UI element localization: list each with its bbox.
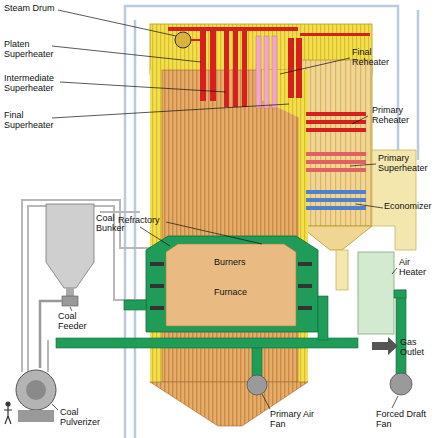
backpass bbox=[300, 60, 372, 226]
part-label: Economizer bbox=[384, 202, 436, 212]
burner-symbols bbox=[150, 262, 312, 310]
coal-bunker bbox=[46, 204, 94, 288]
part-label: Air Heater bbox=[399, 258, 435, 278]
part-label: Furnace bbox=[214, 288, 274, 298]
coal-feeder bbox=[62, 296, 78, 306]
coal-pulverizer bbox=[16, 370, 56, 410]
air-ducts bbox=[56, 290, 406, 376]
pipe bbox=[66, 288, 74, 296]
furnace-wall bbox=[150, 70, 162, 382]
part-label: Primary Air Fan bbox=[270, 410, 320, 430]
part-label: Coal Feeder bbox=[58, 312, 98, 332]
backpass-tubes bbox=[306, 112, 366, 210]
part-label: Gas Outlet bbox=[400, 338, 436, 358]
part-label: Refractory bbox=[118, 216, 178, 226]
superheater-tubes bbox=[168, 27, 370, 107]
person-figure bbox=[4, 402, 12, 424]
fan-symbol bbox=[247, 375, 267, 395]
part-label: Intermediate Superheater bbox=[4, 74, 64, 94]
part-label: Primary Superheater bbox=[378, 154, 436, 174]
reheater-tubes bbox=[256, 36, 277, 108]
part-label: Coal Bunker bbox=[96, 214, 130, 234]
part-label: Primary Reheater bbox=[372, 106, 422, 126]
part-label: Final Superheater bbox=[4, 111, 54, 131]
part-label: Platen Superheater bbox=[4, 40, 54, 60]
pipe bbox=[191, 39, 200, 41]
part-label: Final Reheater bbox=[352, 48, 402, 68]
gas-duct bbox=[336, 250, 348, 290]
part-label: Coal Pulverizer bbox=[60, 408, 116, 428]
fan-symbol bbox=[390, 373, 412, 395]
furnace-chamber bbox=[166, 244, 296, 326]
pulverizer-base bbox=[18, 410, 54, 422]
windbox bbox=[146, 236, 318, 332]
leader-lines bbox=[52, 10, 398, 410]
gas-outlet-arrow bbox=[372, 337, 398, 355]
steam-drum bbox=[175, 32, 191, 48]
furnace-tubes bbox=[162, 70, 298, 382]
part-label: Steam Drum bbox=[4, 4, 74, 14]
part-label: Forced Draft Fan bbox=[376, 410, 426, 430]
building-frame bbox=[125, 6, 418, 438]
air-heater bbox=[358, 252, 394, 334]
part-label: Burners bbox=[214, 258, 274, 268]
coal-pulverizer bbox=[26, 380, 46, 400]
